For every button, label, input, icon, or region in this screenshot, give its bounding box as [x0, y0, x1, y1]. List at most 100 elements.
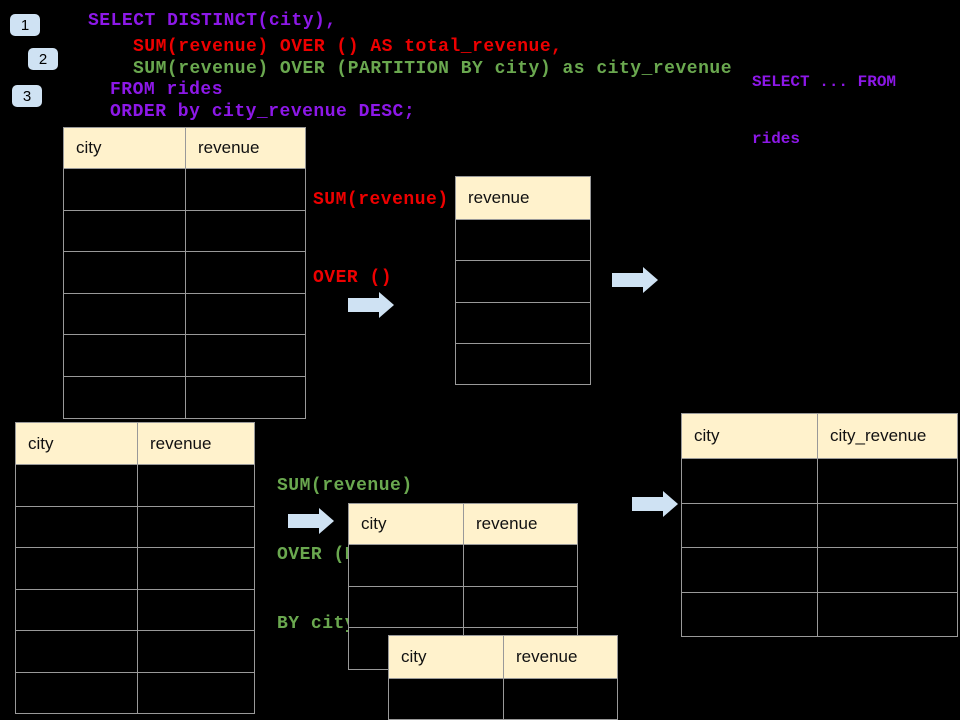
table-cell-empty	[64, 335, 186, 376]
table-cell-empty	[349, 545, 464, 586]
column-header-revenue: revenue	[516, 647, 578, 666]
table-row	[682, 458, 957, 503]
sql-line-from: FROM rides	[110, 80, 224, 100]
arrow-body	[288, 514, 319, 528]
table-cell-empty	[818, 504, 957, 548]
table-row	[64, 334, 305, 376]
table-row	[16, 505, 254, 548]
table-cell-empty	[682, 503, 818, 547]
table-row	[456, 219, 590, 260]
table-row	[682, 591, 957, 637]
table-cell-empty	[16, 672, 138, 713]
table-row	[349, 544, 577, 586]
table-cell-empty	[818, 593, 957, 637]
table-city-revenue-result: city city_revenue	[681, 413, 958, 637]
step-badge-3: 3	[12, 85, 42, 107]
table-source-rides-bottom: city revenue	[15, 422, 255, 714]
arrow-body	[348, 298, 379, 312]
arrow-head	[663, 491, 678, 517]
table-cell-empty	[456, 344, 590, 384]
table-cell-empty	[464, 587, 577, 628]
column-header-revenue: revenue	[476, 514, 538, 533]
column-header-city: city	[349, 504, 464, 544]
column-header-revenue: revenue	[198, 138, 260, 157]
table-row	[456, 342, 590, 384]
table-header-row: revenue	[456, 177, 590, 219]
table-cell-empty	[186, 211, 305, 252]
arrow-head	[643, 267, 658, 293]
table-header-row: city revenue	[349, 504, 577, 544]
table-row	[682, 502, 957, 548]
table-row	[64, 209, 305, 252]
arrow-head	[319, 508, 334, 534]
table-row	[16, 671, 254, 714]
table-cell-empty	[818, 548, 957, 592]
sql-line-total-revenue: SUM(revenue) OVER () AS total_revenue,	[133, 37, 563, 57]
table-cell-empty	[818, 459, 957, 503]
annotation-line: SUM(revenue)	[277, 476, 413, 496]
table-cell-empty	[456, 303, 590, 343]
table-cell-empty	[349, 586, 464, 628]
side-note-select-from-rides: SELECT ... FROM rides	[752, 35, 896, 187]
column-header-revenue: revenue	[150, 433, 212, 453]
table-row	[456, 301, 590, 343]
table-header-row: city city_revenue	[682, 414, 957, 458]
arrow-right-icon	[288, 508, 334, 534]
table-row	[16, 547, 254, 589]
table-header-row: city revenue	[64, 128, 305, 168]
table-cell-empty	[138, 590, 254, 631]
column-header-city_revenue: city_revenue	[830, 426, 927, 445]
table-cell-empty	[64, 252, 186, 293]
table-source-rides-top: city revenue	[63, 127, 306, 419]
table-row	[456, 260, 590, 301]
table-row	[349, 585, 577, 628]
annotation-total-revenue: SUM(revenue) OVER ()	[313, 135, 449, 343]
table-cell-empty	[64, 376, 186, 418]
column-header-city: city	[16, 423, 138, 464]
table-cell-empty	[456, 261, 590, 301]
side-note-line1: SELECT ... FROM	[752, 73, 897, 91]
table-cell-empty	[138, 548, 254, 589]
table-cell-empty	[16, 548, 138, 589]
annotation-line: OVER ()	[313, 268, 393, 288]
table-row	[64, 168, 305, 210]
table-cell-empty	[389, 679, 504, 719]
table-cell-empty	[682, 592, 818, 636]
step-badge-2: 2	[28, 48, 58, 70]
column-header-city: city	[682, 414, 818, 458]
table-cell-empty	[682, 459, 818, 503]
column-header-revenue: revenue	[468, 188, 530, 207]
table-cell-empty	[16, 589, 138, 630]
table-row	[16, 630, 254, 672]
sql-line-city-revenue: SUM(revenue) OVER (PARTITION BY city) as…	[133, 59, 732, 79]
table-cell-empty	[16, 506, 138, 547]
table-cell-empty	[138, 631, 254, 672]
table-cell-empty	[64, 293, 186, 335]
table-row	[64, 251, 305, 293]
table-cell-empty	[16, 465, 138, 506]
table-row	[16, 464, 254, 506]
table-row	[64, 375, 305, 418]
table-header-row: city revenue	[16, 423, 254, 464]
sql-line-select: SELECT DISTINCT(city),	[88, 11, 337, 31]
table-row	[682, 547, 957, 592]
table-cell-empty	[464, 545, 577, 586]
step-badge-1: 1	[10, 14, 40, 36]
table-cell-empty	[138, 673, 254, 714]
column-header-city: city	[64, 128, 186, 168]
table-cell-empty	[64, 210, 186, 252]
sql-line-order-by: ORDER by city_revenue DESC;	[110, 102, 416, 122]
table-cell-empty	[64, 169, 186, 210]
table-cell-empty	[186, 377, 305, 418]
table-row	[64, 292, 305, 335]
side-note-line2: rides	[752, 130, 801, 148]
arrow-right-icon	[632, 491, 678, 517]
arrow-body	[632, 497, 663, 511]
table-cell-empty	[682, 548, 818, 592]
table-cell-empty	[504, 679, 617, 719]
table-row	[389, 678, 617, 719]
table-cell-empty	[138, 507, 254, 548]
